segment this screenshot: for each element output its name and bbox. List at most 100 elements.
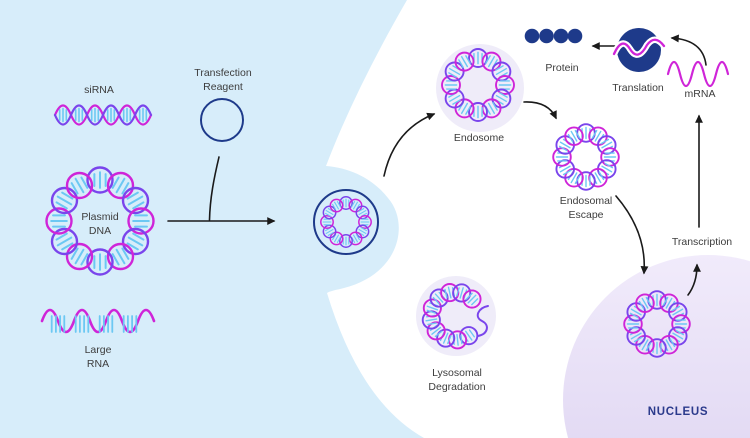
ribosome-circle [617,28,661,72]
bead-hatch-line [452,99,462,105]
bead-hatch-line [495,94,507,103]
bead-hatch-line [353,201,358,210]
large-rna-bases [50,315,138,333]
bead-hatch-line [351,201,356,208]
bead-hatch-line [442,332,449,344]
lysosomal-degradation-label-line1: Lysosomal [432,367,482,379]
sirna-label: siRNA [84,84,114,96]
plasmid-bead [121,227,150,256]
translation-label: Translation [612,82,664,94]
bead-hatch-line [672,308,684,316]
plasmid-bead [355,224,370,239]
bead-hatch-line [121,182,130,195]
protein-label: Protein [545,62,578,74]
bead-hatch-line [427,322,437,326]
plasmid-bead [668,302,688,322]
plasmid-bead [626,326,646,346]
bead-hatch-line [447,335,452,345]
complex-membrane-circle [313,189,379,255]
bead-hatch-line [672,332,684,340]
plasmid-bead [422,298,442,318]
mrna-label: mRNA [685,88,716,100]
plasmid-bead [468,102,488,122]
bead-hatch-line [132,201,145,210]
protein-bead [539,28,554,44]
ribosome-wave [612,38,666,56]
bead-hatch-line [638,300,645,310]
plasmid-bead [50,227,79,256]
bead-hatch-line [460,334,463,345]
plasmid-bead [50,186,79,215]
bead-hatch-line [325,229,334,234]
nucleus-plasmid-ring [623,290,691,358]
bead-hatch-line [558,145,568,152]
bead-hatch-line [641,297,649,309]
bead-hatch-line [492,101,498,111]
plasmid-bead [45,207,73,235]
endosome-label: Endosome [454,132,504,144]
bead-hatch-line [464,330,473,341]
endosome-ring [441,48,515,122]
plasmid-bead [322,205,337,220]
bead-hatch-line [80,253,89,266]
transfection-reagent-label-line1: Transfection [194,67,252,79]
plasmid-dna-ring [45,166,155,276]
plasmid-dna-label-line2: DNA [89,225,111,237]
plasmid-bead [339,234,353,248]
bead-hatch-line [645,296,652,306]
bead-hatch-line [487,56,496,68]
bead-hatch-line [559,141,571,149]
bead-hatch-line [55,201,68,210]
bead-hatch-line [645,342,652,352]
lysosome-ring [421,283,482,350]
protein-icon [524,28,583,44]
bead-hatch-line [336,201,341,208]
plasmid-bead [468,48,488,68]
bead-hatch-line [456,287,460,297]
bead-hatch-line [458,59,464,69]
bead-hatch-line [325,212,332,217]
bead-hatch-line [665,297,673,309]
arrow-nucleus-to-transcription [687,263,701,296]
bead-hatch-line [132,232,145,241]
protein-bead [567,28,583,44]
transfection-reagent-icon [200,98,244,142]
bead-hatch-line [449,67,461,76]
bead-hatch-line [426,305,439,311]
arrow-escape-to-nucleus [615,195,649,275]
protein-bead [553,28,569,44]
bead-hatch-line [70,182,79,195]
bead-hatch-line [126,242,139,251]
bead-hatch-line [61,191,74,200]
plasmid-bead [659,335,679,355]
plasmid-bead [127,207,155,235]
bead-hatch-line [598,171,605,181]
bead-hatch-line [61,242,74,251]
large-rna [40,308,156,334]
bead-hatch-line [574,175,581,185]
bead-hatch-line [434,293,444,303]
bead-hatch-line [460,56,469,68]
endosome-vesicle [436,44,524,132]
plasmid-bead [320,215,334,229]
plasmid-dna-label-line1: Plasmid [81,211,119,223]
endosomal-escape-label-line2: Escape [568,209,603,221]
sirna-strand-b [53,104,153,126]
bead-hatch-line [456,333,459,346]
bead-hatch-line [629,312,639,319]
bead-hatch-line [56,195,73,206]
bead-hatch-line [355,233,360,241]
plasmid-bead [348,198,363,213]
bead-hatch-line [126,191,139,200]
plasmid-bead [635,293,655,313]
bead-hatch-line [426,309,436,314]
large-rna-label-line1: Large [85,344,112,356]
bead-hatch-line [567,133,574,143]
plasmid-bead [106,171,135,200]
bead-hatch-line [358,229,367,234]
plasmid-bead [329,198,344,213]
bead-hatch-line [600,138,610,145]
bead-hatch-line [127,195,144,206]
reagent-join-line [208,156,220,221]
bead-hatch-line [601,141,613,149]
